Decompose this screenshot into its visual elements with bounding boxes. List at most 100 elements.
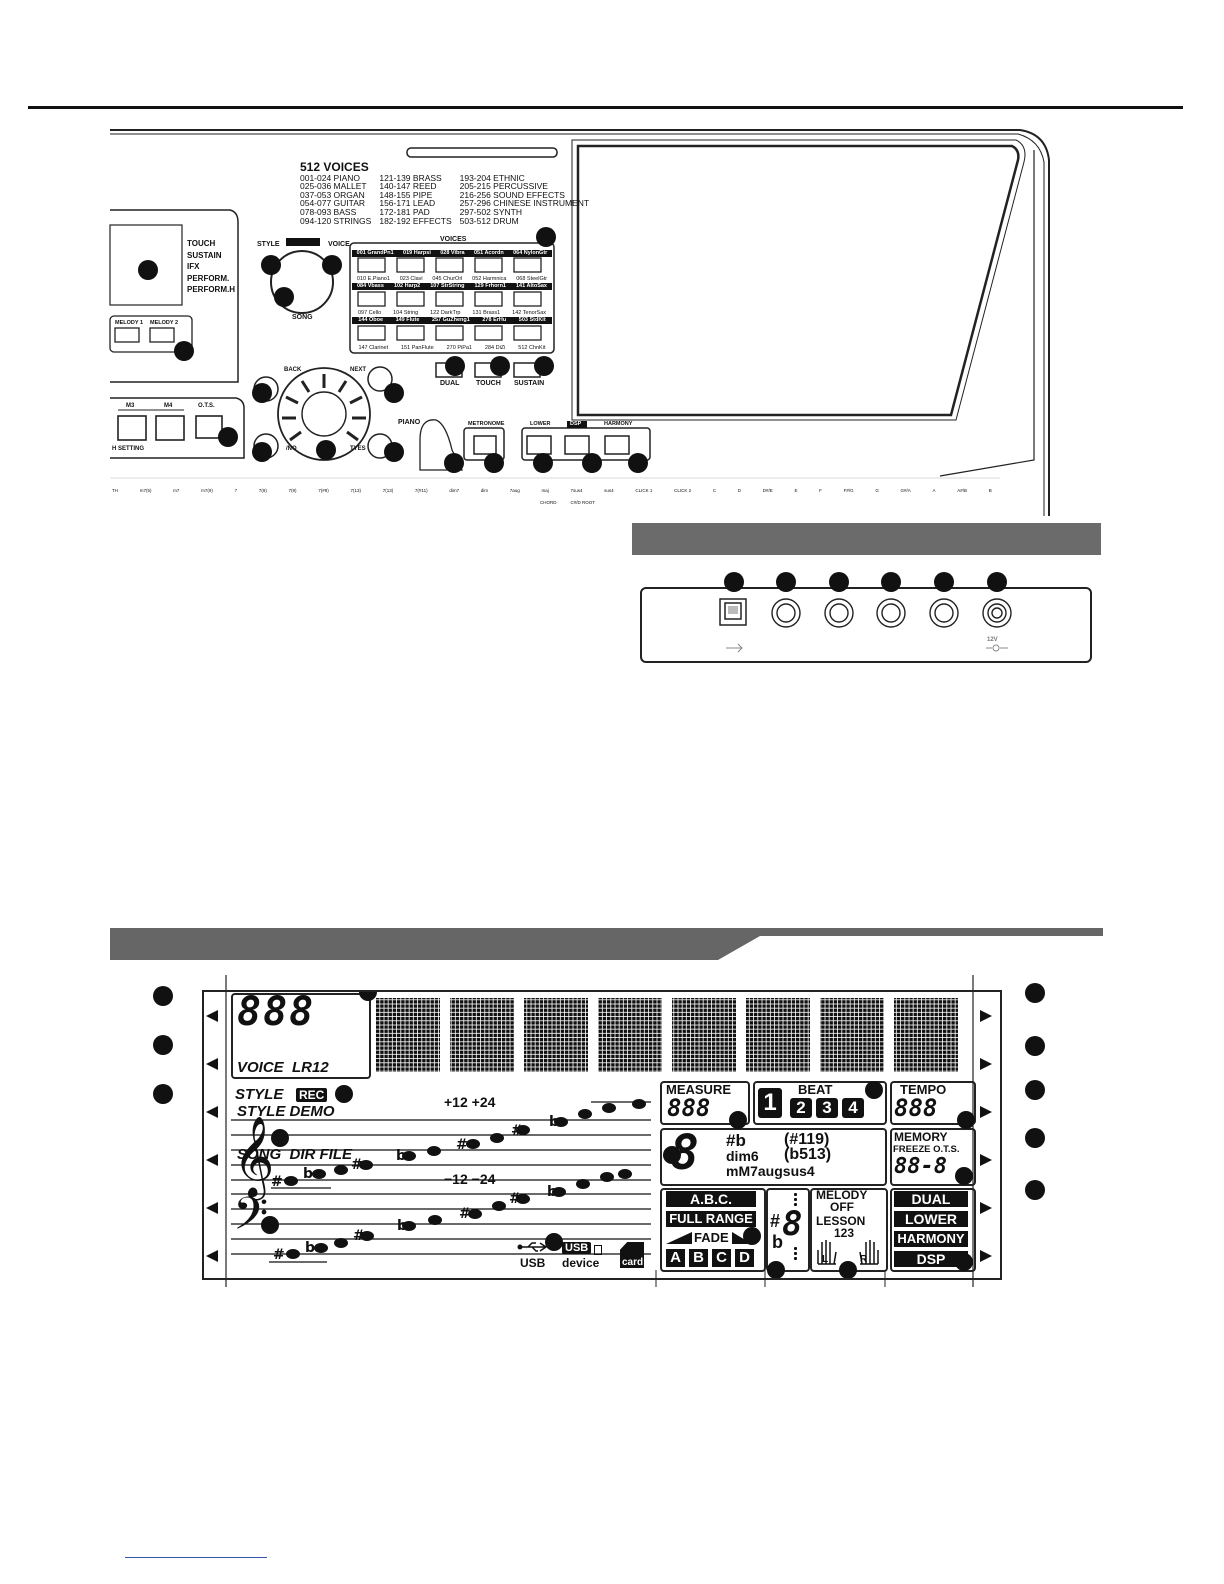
voice-label: 149 Flute xyxy=(395,317,420,323)
harmony-indicator: HARMONY xyxy=(894,1231,968,1247)
svg-text:b: b xyxy=(305,1240,315,1256)
chord-key-label: 7(9) xyxy=(258,488,267,493)
voice-range: 025-036 MALLET xyxy=(300,181,367,192)
fade-in-triangle xyxy=(666,1232,692,1244)
chord-key-label: D#/E xyxy=(762,488,773,493)
transpose-dots-top xyxy=(793,1192,798,1208)
mode-word-row-3: SONG DIR FILE xyxy=(237,1146,353,1163)
voice-label: 102 Harp2 xyxy=(393,283,421,289)
memory-box xyxy=(890,1128,976,1186)
chord-key-label: 7(13) xyxy=(382,488,394,493)
tempo-digits: 888 xyxy=(894,1094,938,1122)
voice-range: 037-053 ORGAN xyxy=(300,189,365,200)
click-1-label: CLICK 1 xyxy=(635,488,653,493)
voice-label: 278 ErHu xyxy=(482,317,507,323)
chord-key-label: m7(9) xyxy=(201,488,213,493)
demo-label: DEMO xyxy=(290,231,308,237)
power-voltage-label: 12V xyxy=(987,637,998,643)
next-label: NEXT xyxy=(350,367,367,373)
voice-label: 052 Harmnica xyxy=(472,276,507,282)
menu-item-perform-h: PERFORM.H xyxy=(187,285,235,294)
voice-range: 216-256 SOUND EFFECTS xyxy=(459,189,565,200)
hand-right-label: R xyxy=(860,1254,868,1265)
voice-category-list: 512 VOICES 001-024 PIANO 025-036 MALLET … xyxy=(300,161,589,226)
dual-label: DUAL xyxy=(440,380,460,387)
chord-key-label: m7(5) xyxy=(139,488,152,493)
chord-key-label: TH xyxy=(112,488,118,493)
chord-key-label: sus4 xyxy=(604,488,614,493)
song-label: SONG xyxy=(292,314,313,321)
dsp-label: DSP xyxy=(570,421,582,427)
svg-text:b: b xyxy=(547,1184,557,1200)
voice-range: 140-147 REED xyxy=(379,181,437,192)
chord-key-label: dim7 xyxy=(449,488,460,493)
chord-key-label: A xyxy=(932,488,936,493)
ots-label: O.T.S. xyxy=(198,403,215,409)
svg-text:#: # xyxy=(271,1174,283,1190)
footer-link-rule xyxy=(125,1557,267,1558)
voice-range: 121-139 BRASS xyxy=(379,172,442,183)
voice-label: 001 GrandPn1 xyxy=(356,250,394,256)
measure-box xyxy=(660,1081,750,1125)
voice-label: 084 Vbass xyxy=(357,283,384,289)
ino-label: /NO xyxy=(286,446,297,452)
chord-sub-labels: CHORD C#/D ROOT xyxy=(540,500,595,505)
svg-text:𝄞: 𝄞 xyxy=(233,1115,274,1200)
voice-list-col-1: 001-024 PIANO 025-036 MALLET 037-053 ORG… xyxy=(300,172,371,226)
transpose-dots-bottom xyxy=(793,1246,798,1262)
voice-label: 131 Brass1 xyxy=(472,310,501,316)
tempo-box xyxy=(890,1081,976,1125)
chord-key-label: F#/G xyxy=(843,488,854,493)
abc-indicator: A.B.C. xyxy=(666,1191,756,1207)
voice-range: 148-155 PIPE xyxy=(379,189,433,200)
hands-icon xyxy=(817,1240,879,1265)
chord-strip: TH m7(5) m7 m7(9) 7 7(9) 7(9) 7(#9) 7(13… xyxy=(112,488,992,493)
transpose-box xyxy=(766,1188,810,1272)
chord-type-dim6: dim6 xyxy=(726,1148,759,1164)
voice-label: 051 Acordn xyxy=(473,250,504,256)
voice-label: 097 Cello xyxy=(357,310,382,316)
mode-word-row-2: STYLE DEMO xyxy=(237,1102,335,1120)
hand-left-label: L xyxy=(822,1254,829,1265)
chord-key-label: 7sus4 xyxy=(570,488,583,493)
voice-label: 010 E.Piano1 xyxy=(356,276,390,282)
click-2-label: CLICK 2 xyxy=(674,488,692,493)
menu-item-touch: TOUCH xyxy=(187,239,216,248)
sustain-label: SUSTAIN xyxy=(514,380,545,387)
mode-word-row-1: VOICE LR12 xyxy=(237,1059,329,1076)
chord-key-label: A#/B xyxy=(957,488,967,493)
chord-key-label: 7(#11) xyxy=(414,488,428,493)
chord-box xyxy=(660,1128,887,1186)
voice-label: 107 StrString xyxy=(430,283,465,289)
svg-text:#: # xyxy=(353,1228,365,1244)
mode-digits: 888 xyxy=(237,989,316,1035)
chord-key-label: D xyxy=(737,488,742,493)
voice-range: 172-181 PAD xyxy=(379,206,430,217)
voice-label: 151 PanFlute xyxy=(401,345,434,351)
beat-1: 1 xyxy=(758,1088,782,1118)
usb-device-badge: USB xyxy=(562,1242,592,1254)
lesson-label: LESSON xyxy=(816,1214,866,1228)
lcd-frame-graphic xyxy=(110,928,1103,1287)
menu-item-perform: PERFORM. xyxy=(187,273,230,283)
beat-2: 2 xyxy=(790,1098,812,1118)
voice-range: 001-024 PIANO xyxy=(300,172,361,183)
melody-off-label: OFF xyxy=(830,1200,854,1214)
svg-text:b: b xyxy=(397,1218,407,1234)
dual-indicator: DUAL xyxy=(894,1191,968,1207)
voice-range: 156-171 LEAD xyxy=(379,198,436,209)
mode-indicator-box xyxy=(231,993,371,1079)
music-staff: 𝄞 𝄢 #b#b##b #b#b##b xyxy=(231,1099,651,1263)
card-label: card xyxy=(622,1257,644,1268)
mode-words: VOICE LR12 STYLE DEMO SONG DIR FILE xyxy=(237,1032,352,1192)
voices-header: VOICES xyxy=(440,236,467,243)
lower-indicator: LOWER xyxy=(894,1211,968,1227)
menu-item-sustain: SUSTAIN xyxy=(187,250,222,260)
chord-key-label: F xyxy=(819,488,822,493)
menu-item-ifx: IFX xyxy=(187,262,200,271)
card-icon xyxy=(620,1242,644,1268)
svg-text:b: b xyxy=(303,1166,313,1182)
voice-label: 142 TenorSax xyxy=(512,310,547,316)
voice-label: 257 GuZheng1 xyxy=(431,317,470,323)
